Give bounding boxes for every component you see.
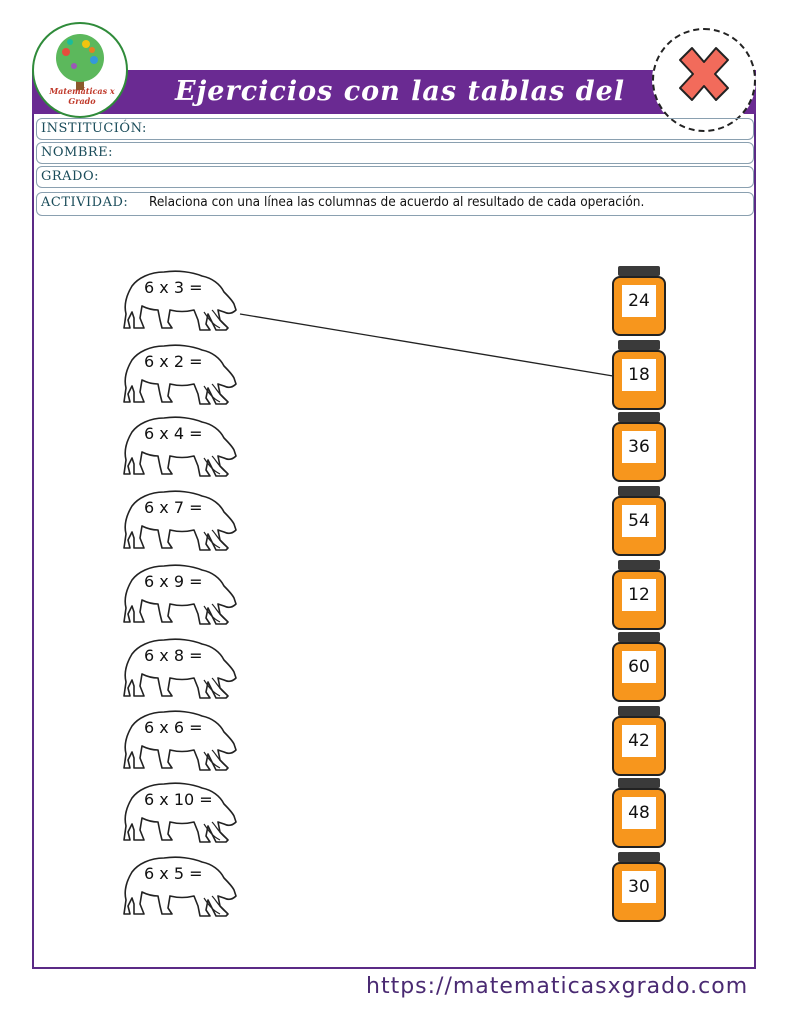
jar-lid: [618, 560, 660, 570]
activity-instructions: Relaciona con una línea las columnas de …: [149, 194, 645, 210]
institution-label: INSTITUCIÓN:: [41, 121, 147, 136]
operation-item[interactable]: 6 x 2 =: [116, 340, 240, 410]
result-jar[interactable]: 48: [612, 778, 666, 850]
operation-item[interactable]: 6 x 3 =: [116, 266, 240, 336]
result-label: 54: [622, 505, 656, 537]
result-label: 30: [622, 871, 656, 903]
activity-row: ACTIVIDAD: Relaciona con una línea las c…: [36, 192, 754, 216]
jar-lid: [618, 340, 660, 350]
result-jar[interactable]: 24: [612, 266, 666, 338]
operation-item[interactable]: 6 x 6 =: [116, 706, 240, 776]
bear-icon: [123, 416, 237, 477]
footer-url[interactable]: https://matematicasxgrado.com: [366, 974, 749, 999]
operation-item[interactable]: 6 x 8 =: [116, 634, 240, 704]
logo: Matemáticas x Grado: [32, 22, 128, 118]
grade-row: GRADO:: [36, 166, 754, 188]
result-jar[interactable]: 12: [612, 560, 666, 632]
institution-row: INSTITUCIÓN:: [36, 118, 754, 140]
wrong-badge: [652, 28, 756, 132]
activity-label: ACTIVIDAD:: [41, 195, 129, 210]
bear-icon: [123, 638, 237, 699]
name-row: NOMBRE:: [36, 142, 754, 164]
operation-label: 6 x 6 =: [144, 718, 203, 737]
x-mark-icon: [679, 47, 729, 101]
operation-label: 6 x 2 =: [144, 352, 203, 371]
result-jar[interactable]: 36: [612, 412, 666, 484]
operation-label: 6 x 3 =: [144, 278, 203, 297]
bear-icon: [123, 710, 237, 771]
result-jar[interactable]: 42: [612, 706, 666, 778]
name-label: NOMBRE:: [41, 145, 114, 160]
bear-icon: [123, 782, 237, 843]
jar-lid: [618, 778, 660, 788]
jar-lid: [618, 412, 660, 422]
operation-item[interactable]: 6 x 9 =: [116, 560, 240, 630]
page-title: Ejercicios con las tablas del 6: [174, 76, 626, 147]
jar-lid: [618, 852, 660, 862]
result-label: 48: [622, 797, 656, 829]
operation-label: 6 x 4 =: [144, 424, 203, 443]
grade-label: GRADO:: [41, 169, 100, 184]
bear-icon: [123, 490, 237, 551]
result-label: 42: [622, 725, 656, 757]
result-label: 24: [622, 285, 656, 317]
operation-label: 6 x 7 =: [144, 498, 203, 517]
jar-lid: [618, 632, 660, 642]
result-jar[interactable]: 54: [612, 486, 666, 558]
tree-logo-icon: [56, 34, 104, 90]
bear-icon: [123, 564, 237, 625]
result-label: 60: [622, 651, 656, 683]
result-label: 36: [622, 431, 656, 463]
jar-lid: [618, 486, 660, 496]
bear-icon: [123, 344, 237, 405]
operation-item[interactable]: 6 x 4 =: [116, 412, 240, 482]
result-label: 18: [622, 359, 656, 391]
logo-text: Matemáticas x Grado: [49, 86, 115, 106]
bear-icon: [123, 856, 237, 917]
operation-label: 6 x 5 =: [144, 864, 203, 883]
bear-icon: [123, 270, 237, 331]
result-jar[interactable]: 60: [612, 632, 666, 704]
result-label: 12: [622, 579, 656, 611]
operation-item[interactable]: 6 x 7 =: [116, 486, 240, 556]
operation-item[interactable]: 6 x 10 =: [116, 778, 240, 848]
result-jar[interactable]: 18: [612, 340, 666, 412]
operation-item[interactable]: 6 x 5 =: [116, 852, 240, 922]
title-bar: [32, 70, 756, 114]
jar-lid: [618, 706, 660, 716]
jar-lid: [618, 266, 660, 276]
operation-label: 6 x 9 =: [144, 572, 203, 591]
operation-label: 6 x 10 =: [144, 790, 213, 809]
operation-label: 6 x 8 =: [144, 646, 203, 665]
result-jar[interactable]: 30: [612, 852, 666, 924]
